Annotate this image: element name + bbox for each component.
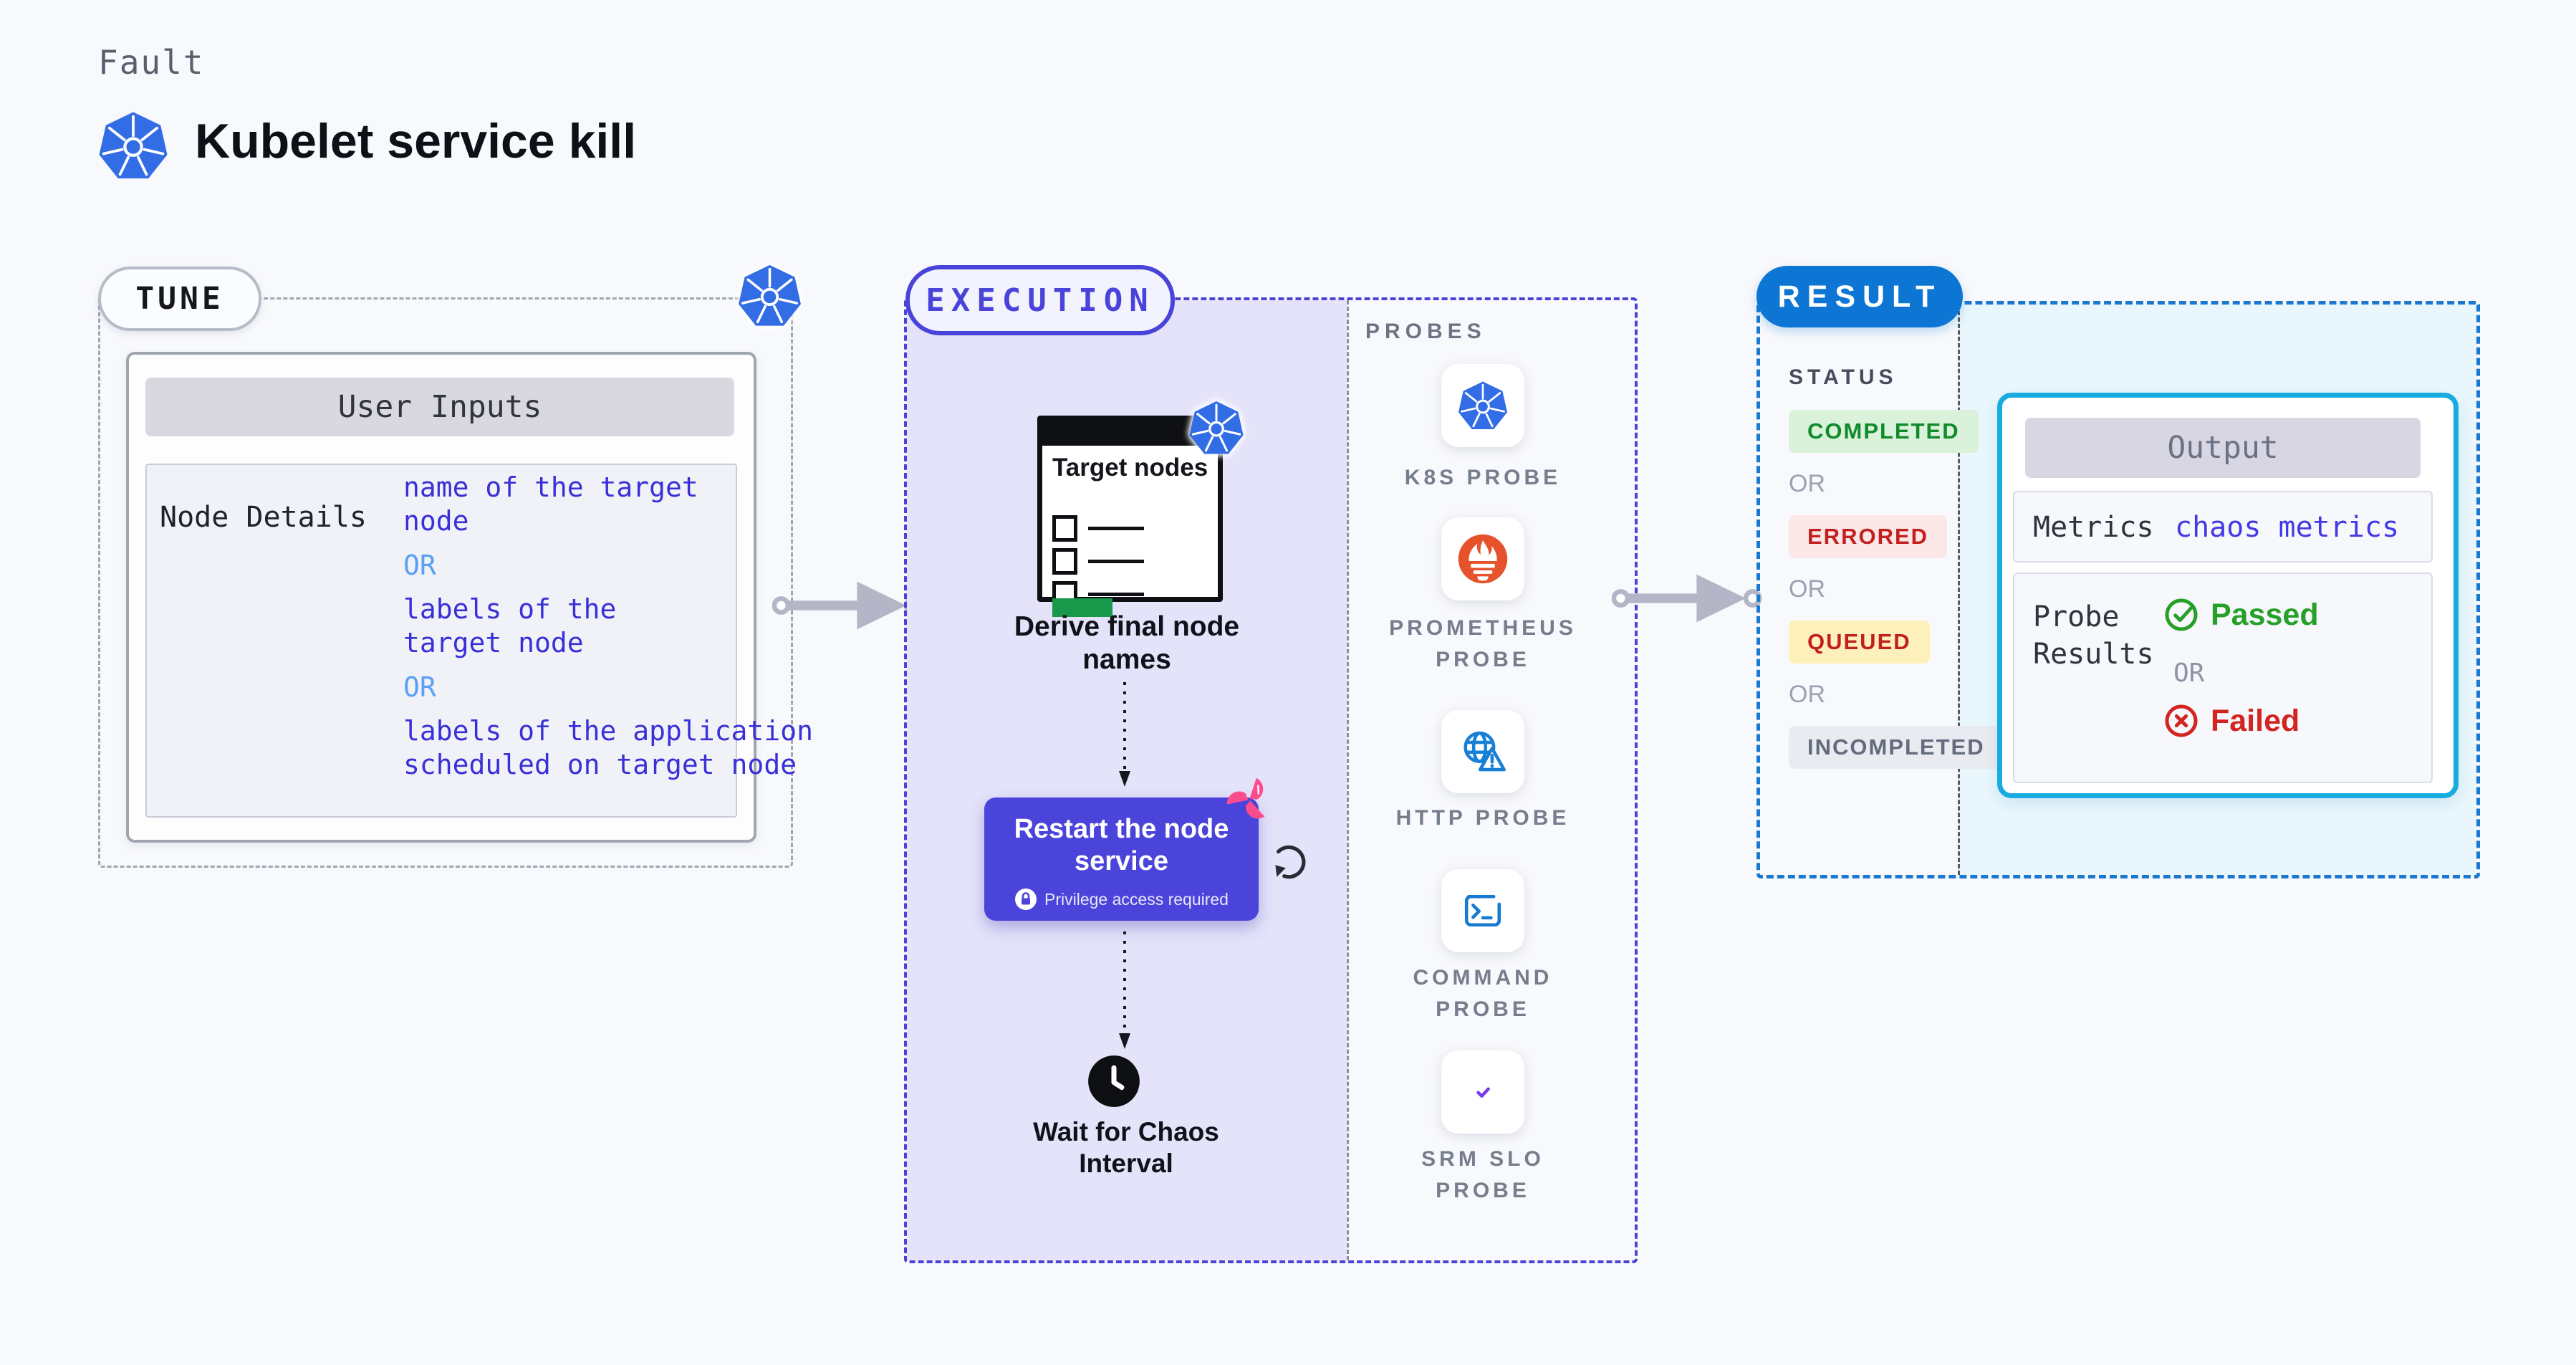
checklist-line: [1088, 527, 1144, 530]
status-or: OR: [1789, 575, 1825, 603]
document-topbar: [1042, 420, 1208, 446]
privilege-note: Privilege access required: [984, 888, 1259, 911]
checklist-row: [1052, 515, 1144, 542]
execution-section-label: EXECUTION: [905, 265, 1175, 335]
output-panel: Output Metrics chaos metrics Probe Resul…: [1997, 393, 2459, 798]
step-derive-node-names: Derive final node names: [1014, 611, 1240, 675]
probe-label: HTTP PROBE: [1395, 806, 1570, 830]
status-list: COMPLETED OR ERRORED OR QUEUED OR INCOMP…: [1789, 410, 2004, 769]
kubernetes-icon: [1188, 400, 1245, 456]
restart-step-title: Restart the node service: [1014, 814, 1229, 876]
node-details-options: name of the target node OR labels of the…: [403, 471, 869, 792]
metrics-label: Metrics: [2033, 511, 2154, 544]
probe-label: PROMETHEUS PROBE: [1389, 616, 1577, 671]
check-circle-icon: [2165, 598, 2198, 631]
http-probe-card: [1441, 710, 1524, 793]
metrics-value: chaos metrics: [2175, 511, 2400, 544]
prometheus-probe-card: [1441, 517, 1524, 600]
result-section-label: RESULT: [1756, 266, 1963, 327]
option-or: OR: [403, 671, 436, 703]
dotted-arrow-down: [1119, 931, 1130, 1049]
retry-loop-icon: [1275, 845, 1306, 879]
slo-donut-check-icon: [1459, 1068, 1506, 1116]
checkbox-icon: [1052, 548, 1077, 575]
user-inputs-card: User Inputs Node Details name of the tar…: [126, 352, 813, 843]
status-heading: STATUS: [1789, 365, 1898, 389]
kubernetes-icon: [95, 107, 171, 183]
flow-arrow-execution-to-result: [1612, 574, 1762, 623]
srm-slo-probe-card: [1441, 1050, 1524, 1134]
probe-label: COMMAND PROBE: [1413, 966, 1553, 1021]
flow-arrow-tune-to-execution: [772, 581, 923, 630]
checklist-line: [1088, 593, 1144, 596]
progress-bar: [1052, 598, 1112, 617]
privilege-note-text: Privilege access required: [1044, 889, 1229, 909]
probe-results-label: Probe Results: [2033, 600, 2154, 671]
passed-text: Passed: [2211, 597, 2319, 632]
user-inputs-header: User Inputs: [145, 378, 734, 436]
fault-kind-label: Fault: [98, 43, 205, 82]
globe-alert-icon: [1464, 731, 1506, 772]
status-or: OR: [1789, 470, 1825, 497]
k8s-probe-card: [1441, 364, 1524, 447]
status-badge-incompleted: INCOMPLETED: [1789, 726, 2004, 769]
status-badge-completed: COMPLETED: [1789, 410, 1979, 453]
terminal-icon: [1464, 894, 1501, 927]
probe-result-or: OR: [2173, 658, 2205, 688]
checklist-row: [1052, 548, 1144, 575]
probe-result-failed: Failed: [2163, 703, 2299, 739]
status-badge-errored: ERRORED: [1789, 515, 1948, 558]
status-or: OR: [1789, 681, 1825, 708]
target-nodes-title: Target nodes: [1052, 454, 1208, 482]
option-or: OR: [403, 550, 436, 581]
probe-results-row: Probe Results Passed OR Failed: [2013, 573, 2433, 783]
result-divider: [1958, 305, 1960, 875]
kubernetes-icon: [1457, 380, 1509, 431]
x-circle-icon: [2165, 704, 2198, 737]
checkbox-icon: [1052, 515, 1077, 542]
tune-section: [98, 297, 793, 868]
tune-section-label: TUNE: [98, 267, 261, 331]
option-value: labels of the target node: [403, 593, 617, 658]
option-value: labels of the application scheduled on t…: [403, 715, 813, 780]
chaos-pinwheel-icon: [1226, 777, 1265, 819]
status-badge-queued: QUEUED: [1789, 621, 1930, 664]
probe-result-passed: Passed: [2163, 597, 2319, 633]
step-wait-chaos-interval: Wait for Chaos Interval: [1033, 1117, 1219, 1178]
checklist-line: [1088, 560, 1144, 563]
lock-icon: [1015, 889, 1037, 910]
probe-label: K8S PROBE: [1404, 466, 1562, 489]
target-nodes-document: Target nodes: [1037, 400, 1245, 617]
kubernetes-icon: [737, 263, 802, 327]
metrics-row: Metrics chaos metrics: [2013, 491, 2433, 562]
page-title: Kubelet service kill: [195, 114, 637, 168]
option-value: name of the target node: [403, 471, 698, 537]
probes-heading: PROBES: [1365, 320, 1486, 343]
dotted-arrow-down: [1119, 682, 1130, 787]
probe-label: SRM SLO PROBE: [1421, 1147, 1544, 1202]
node-details-label: Node Details: [160, 501, 367, 534]
user-inputs-content: Node Details name of the target node OR …: [145, 464, 813, 818]
clock-icon: [1088, 1055, 1140, 1107]
step-restart-node-service: Restart the node service Privilege acces…: [984, 798, 1259, 921]
prometheus-icon: [1458, 534, 1508, 584]
failed-text: Failed: [2211, 703, 2300, 738]
command-probe-card: [1441, 869, 1524, 952]
execution-probes-divider: [1347, 300, 1349, 1260]
output-header: Output: [2025, 418, 2421, 478]
